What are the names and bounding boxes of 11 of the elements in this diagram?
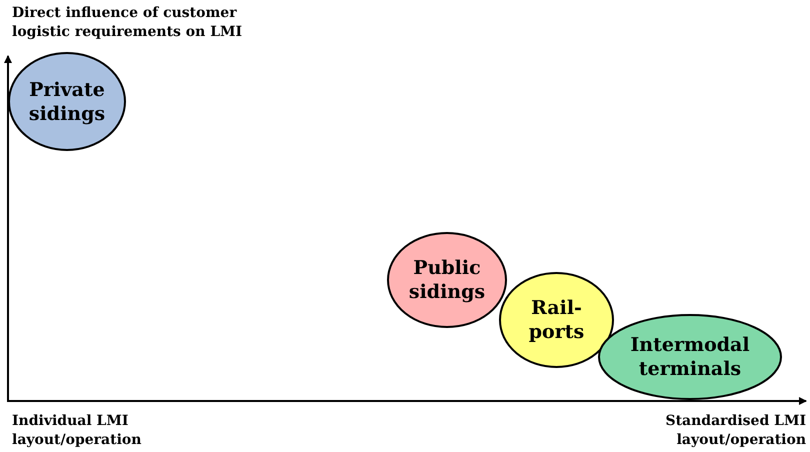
ellipse-node	[387, 232, 507, 328]
ellipse-node	[499, 272, 614, 368]
node-label: Intermodal terminals	[629, 333, 751, 381]
y-axis-title: Direct influence of customer logistic requirements on LMI	[12, 4, 244, 42]
x-axis-end-label: Standardised LMI layout/operation	[664, 412, 806, 450]
x-axis-start-label: Individual LMI layout/operation	[12, 412, 142, 450]
node-label: Private sidings	[28, 78, 106, 126]
ellipse-node	[8, 52, 126, 151]
ellipse-node	[598, 314, 782, 400]
node-label: Rail- ports	[528, 296, 586, 344]
node-label: Public sidings	[408, 256, 486, 304]
